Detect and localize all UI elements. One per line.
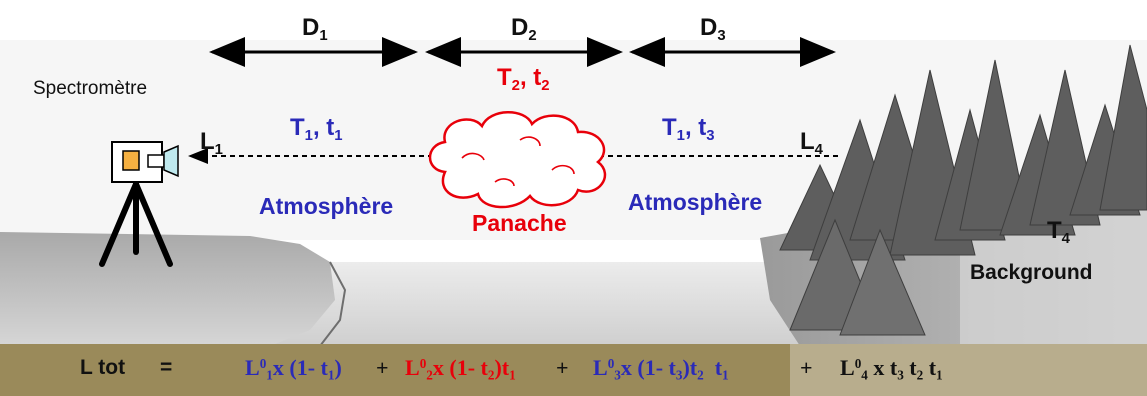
plume-label: Panache (472, 212, 567, 235)
formula-term-2: L02x (1- t2)t1 (405, 357, 516, 379)
atmosphere-left-label: Atmosphère (259, 195, 393, 218)
left-shore (0, 232, 335, 346)
distance-d1-label: D1 (302, 16, 328, 40)
atmosphere-right-params: T1, t3 (662, 116, 715, 140)
plume-params-label: T2, t2 (497, 66, 550, 90)
formula-plus-2: + (556, 357, 569, 379)
formula-plus-3: + (800, 357, 813, 379)
formula-term-4: L04 x t3 t2 t1 (840, 357, 943, 379)
atmosphere-right-label: Atmosphère (628, 191, 762, 214)
formula-term-1: L01x (1- t1) (245, 357, 342, 379)
formula-lhs: L tot (80, 357, 125, 378)
background-label: Background (970, 262, 1093, 283)
background-temp-label: T4 (1047, 219, 1070, 243)
formula-plus-1: + (376, 357, 389, 379)
radiance-l1-label: L1 (200, 130, 223, 154)
formula-term-3: L03x (1- t3)t2 t1 (593, 357, 729, 379)
distance-d2-label: D2 (511, 16, 537, 40)
spectrometer-label: Spectromètre (33, 79, 147, 98)
formula-equals: = (160, 357, 172, 378)
atmosphere-left-params: T1, t1 (290, 116, 343, 140)
distance-d3-label: D3 (700, 16, 726, 40)
radiance-l4-label: L4 (800, 130, 823, 154)
